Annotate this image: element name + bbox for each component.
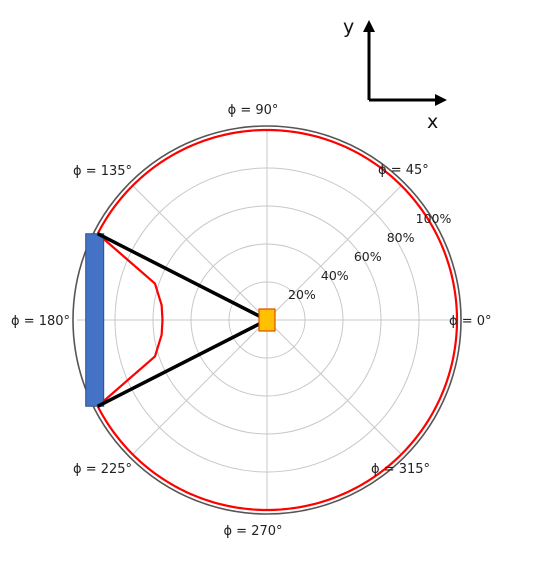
angle-label-135: ϕ = 135°: [73, 164, 132, 179]
angle-label-0: ϕ = 0°: [449, 314, 492, 329]
x-arrowhead: [435, 94, 447, 106]
scene-objects: [85, 232, 276, 408]
angle-label-180: ϕ = 180°: [11, 314, 70, 329]
source-element: [258, 308, 276, 332]
coordinate-axes: y x: [343, 16, 447, 133]
angle-label-270: ϕ = 270°: [223, 524, 282, 539]
radial-label-20: 20%: [288, 287, 316, 302]
pattern-layer: [96, 128, 459, 512]
radiation-pattern-curve: [96, 128, 459, 512]
polar-grid: [72, 125, 462, 515]
angle-label-225: ϕ = 225°: [73, 462, 132, 477]
radial-label-80: 80%: [387, 230, 415, 245]
grid-spoke-135: [132, 185, 268, 321]
radial-label-100: 100%: [416, 211, 452, 226]
angle-label-90: ϕ = 90°: [228, 103, 279, 118]
grid-ring-80: [114, 167, 420, 473]
grid-spoke-315: [266, 319, 402, 455]
blocking-plate: [85, 233, 105, 407]
radial-label-40: 40%: [321, 268, 349, 283]
y-axis-label: y: [343, 16, 354, 38]
grid-ring-40: [190, 243, 344, 397]
grid-ring-60: [152, 205, 382, 435]
x-axis-label: x: [427, 111, 438, 133]
radial-label-60: 60%: [354, 249, 382, 264]
grid-spoke-225: [132, 319, 268, 455]
grid-spoke-45: [266, 185, 402, 321]
y-arrowhead: [363, 20, 375, 32]
outer-frame-circle: [72, 125, 462, 515]
shadow-ray-upper: [96, 232, 268, 322]
shadow-ray-lower: [96, 318, 268, 408]
angle-label-315: ϕ = 315°: [371, 462, 430, 477]
angle-label-45: ϕ = 45°: [378, 163, 429, 178]
grid-ring-20: [228, 281, 306, 359]
polar-labels: ϕ = 0° ϕ = 45° ϕ = 90° ϕ = 135° ϕ = 180° ϕ = …: [11, 103, 492, 539]
